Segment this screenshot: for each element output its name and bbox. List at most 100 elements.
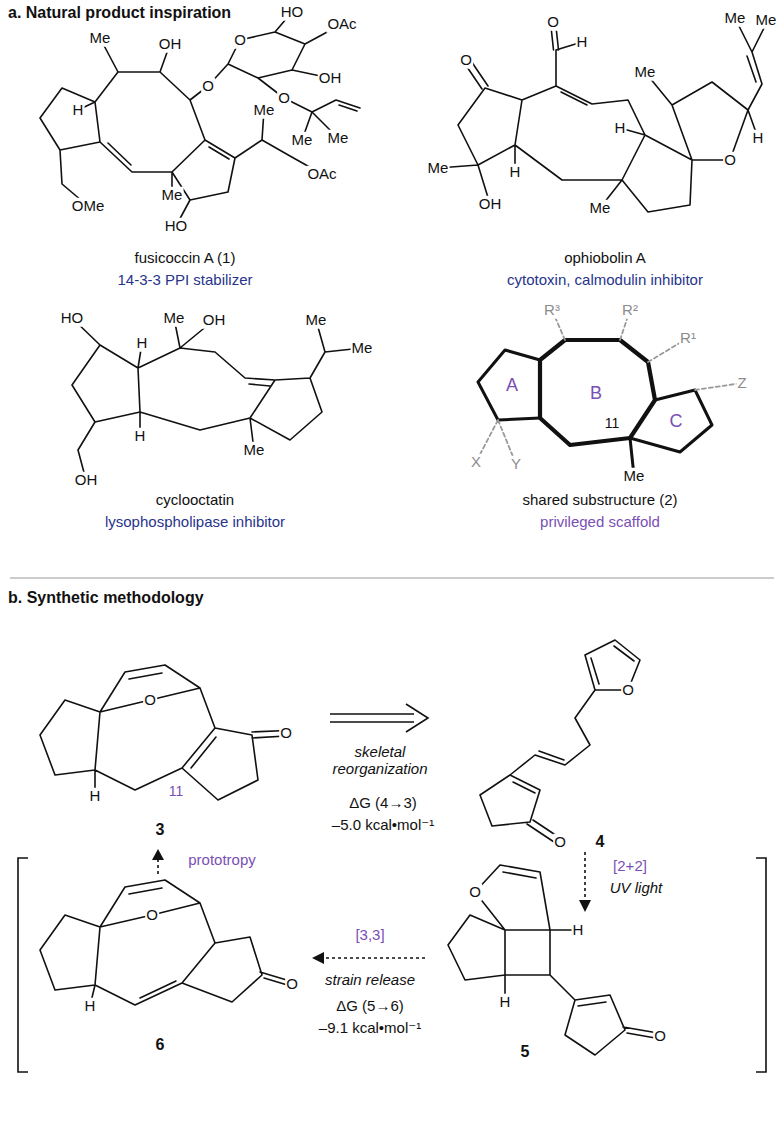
position-number: 11 <box>604 416 621 431</box>
atom-label: H <box>499 994 512 1011</box>
arrow-head <box>579 900 591 912</box>
atom-label: Me <box>291 132 314 149</box>
atom-label: H <box>576 34 589 51</box>
substituent-label: Y <box>510 456 522 473</box>
atom-label: O <box>279 725 293 742</box>
atom-label: O <box>285 976 299 993</box>
scaffold-note: privileged scaffold <box>540 514 660 531</box>
compound-name: fusicoccin A (1) <box>135 250 236 267</box>
scaffold-substituents <box>476 310 742 464</box>
atom-label: Me <box>243 442 266 459</box>
compound-name: shared substructure (2) <box>522 492 677 509</box>
compound-number: 4 <box>596 833 605 851</box>
energy-label: –5.0 kcal•mol⁻¹ <box>332 817 434 834</box>
atom-label: Me <box>724 10 747 27</box>
position-number: 11 <box>168 784 185 799</box>
activity-note: 14-3-3 PPI stabilizer <box>117 272 252 289</box>
compound-number: 5 <box>521 1043 530 1061</box>
compound-4-bonds <box>480 640 640 844</box>
ophiobolin-bonds <box>438 18 768 212</box>
reaction-arrows <box>158 704 585 958</box>
ring-letter: B <box>590 384 602 404</box>
atom-label: H <box>72 102 85 119</box>
substituent-label: X <box>470 454 482 471</box>
scaffold-rings-ac <box>478 350 712 476</box>
atom-label: OH <box>74 472 99 489</box>
cyclooctatin-bonds <box>72 318 362 480</box>
atom-label: HO <box>60 310 85 327</box>
atom-label: O <box>621 682 635 699</box>
atom-label: Me <box>89 30 112 47</box>
substituent-label: R³ <box>543 302 561 319</box>
compound-3-bonds <box>40 665 286 800</box>
arrow-label: skeletal reorganization <box>324 744 436 777</box>
atom-label: Me <box>161 187 184 204</box>
atom-label: HO <box>164 218 189 235</box>
atom-label: O <box>201 78 215 95</box>
atom-label: O <box>553 834 567 851</box>
compound-6-bonds <box>40 880 294 1006</box>
atom-label: O <box>723 152 737 169</box>
atom-label: O <box>468 884 482 901</box>
atom-label: OH <box>158 36 183 53</box>
bracket <box>756 858 766 1072</box>
atom-label: H <box>89 788 102 805</box>
activity-note: lysophospholipase inhibitor <box>105 514 285 531</box>
atom-label: O <box>145 907 159 924</box>
atom-label: Me <box>253 102 276 119</box>
atom-label: H <box>134 428 147 445</box>
atom-label: H <box>84 998 97 1015</box>
atom-label: O <box>277 90 291 107</box>
reaction-type: prototropy <box>188 852 256 869</box>
scaffold-ring-b <box>540 340 655 445</box>
arrow-label: UV light <box>610 880 663 897</box>
atom-label: H <box>572 922 585 939</box>
atom-label: O <box>653 1028 667 1045</box>
compound-name: ophiobolin A <box>564 250 646 267</box>
atom-label: HO <box>280 4 305 21</box>
bracket <box>18 858 28 1072</box>
retro-arrow <box>330 704 428 732</box>
dashed-arrow-shaft <box>158 852 585 958</box>
atom-label: Me <box>351 340 374 357</box>
activity-note: cytotoxin, calmodulin inhibitor <box>507 272 703 289</box>
substituent-label: R² <box>621 302 639 319</box>
atom-label: Me <box>755 12 778 29</box>
atom-label: H <box>614 120 627 137</box>
atom-label: H <box>752 130 765 147</box>
atom-label: Me <box>305 312 328 329</box>
arrow-label: strain release <box>325 972 415 989</box>
atom-label: Me <box>327 130 350 147</box>
panel-heading: b. Synthetic methodology <box>8 589 204 607</box>
atom-label: OMe <box>71 198 106 215</box>
compound-name: cyclooctatin <box>156 492 234 509</box>
atom-label: OH <box>318 70 343 87</box>
atom-label: O <box>459 52 473 69</box>
arrow-head <box>312 952 324 964</box>
compound-number: 6 <box>156 1036 165 1054</box>
atom-label: OAc <box>306 166 337 183</box>
atom-label: H <box>509 164 522 181</box>
ring-letter: A <box>506 376 518 396</box>
atom-label: OAc <box>326 16 357 33</box>
scaffold-bonds <box>476 310 742 476</box>
energy-label: ΔG (5→6) <box>336 998 404 1015</box>
atom-label: Me <box>427 160 450 177</box>
atom-label: Me <box>634 64 657 81</box>
fusicoccin-bonds <box>40 12 360 226</box>
compound-number: 3 <box>156 821 165 839</box>
substituent-label: R¹ <box>679 330 697 347</box>
reaction-type: [3,3] <box>355 927 384 944</box>
atom-label: OH <box>478 196 503 213</box>
atom-label: Me <box>589 200 612 217</box>
energy-label: –9.1 kcal•mol⁻¹ <box>319 1020 421 1037</box>
atom-label: O <box>233 32 247 49</box>
panel-heading: a. Natural product inspiration <box>8 4 231 22</box>
atom-label: OH <box>202 312 227 329</box>
atom-label: O <box>546 14 560 31</box>
panel-divider <box>10 577 774 579</box>
arrow-heads <box>152 849 591 964</box>
